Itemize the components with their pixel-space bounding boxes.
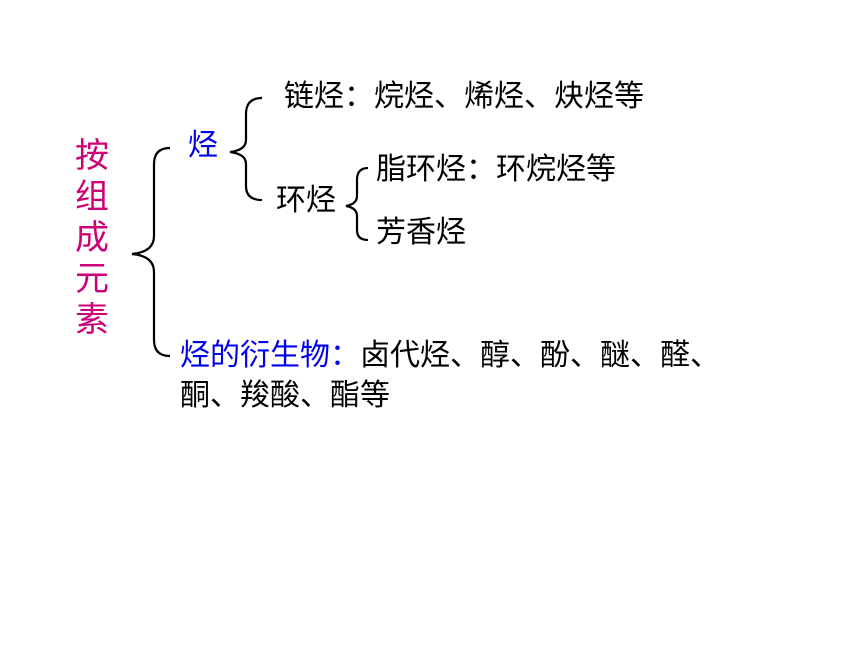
hydrocarbon-label: 烃 xyxy=(188,128,218,163)
hydrocarbon-brace xyxy=(229,96,263,202)
cyclic-brace xyxy=(345,166,369,242)
chain-hydrocarbon-label: 链烃：烷烃、烯烃、炔烃等 xyxy=(284,79,644,114)
derivatives-heading: 烃的衍生物： xyxy=(180,338,360,373)
root-label: 按组成元素 xyxy=(75,136,109,340)
aromatic-hydrocarbon-label: 芳香烃 xyxy=(376,215,466,250)
alicyclic-hydrocarbon-label: 脂环烃：环烷烃等 xyxy=(376,152,616,187)
cyclic-hydrocarbon-label: 环烃 xyxy=(276,183,336,218)
derivatives-line-1: 烃的衍生物：卤代烃、醇、酚、醚、醛、 xyxy=(180,341,720,371)
root-brace xyxy=(131,146,171,358)
derivatives-list-2: 酮、羧酸、酯等 xyxy=(180,378,390,413)
derivatives-list-1: 卤代烃、醇、酚、醚、醛、 xyxy=(360,338,720,373)
